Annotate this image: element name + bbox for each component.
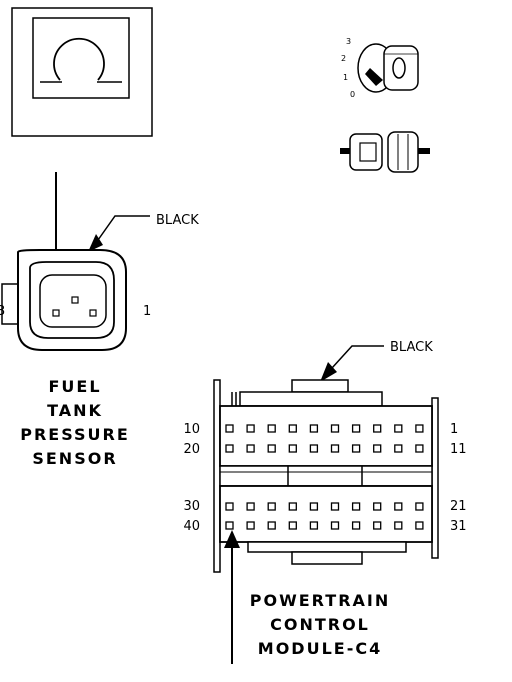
pcm-pin-cavity xyxy=(309,521,319,530)
pcm-pin-cavity xyxy=(394,502,403,511)
pcm-pin-cavity xyxy=(288,444,297,453)
pcm-connector: 10 1 20 11 30 21 40 31 xyxy=(183,379,467,573)
sensor-pin-2 xyxy=(71,296,79,304)
pcm-name: POWERTRAIN CONTROL MODULE-C4 xyxy=(250,591,390,658)
pcm-pin-label-31: 31 xyxy=(450,519,467,534)
pcm-pin-cavity xyxy=(246,502,255,511)
pcm-name-line-1: POWERTRAIN xyxy=(250,591,390,610)
pcm-pin-cavity xyxy=(309,502,319,511)
pcm-pin-cavity xyxy=(394,424,403,433)
sensor-color-callout: BLACK xyxy=(88,213,199,252)
pcm-pin-cavity xyxy=(373,424,382,433)
sensor-pin-right-label: 1 xyxy=(143,304,151,319)
pcm-pin-cavity xyxy=(267,502,276,511)
sensor-color-label: BLACK xyxy=(156,213,199,228)
pcm-pin-label-20: 20 xyxy=(183,442,200,457)
pcm-pin-label-40: 40 xyxy=(183,519,200,534)
pcm-pin-label-1: 1 xyxy=(450,422,458,437)
pcm-pin-cavity xyxy=(373,521,382,530)
key-position-0: 0 xyxy=(350,90,355,99)
omega-symbol-box xyxy=(11,7,153,137)
sensor-pin-1 xyxy=(89,309,97,317)
pcm-pin-cavity xyxy=(394,444,403,453)
pcm-pin-cavity xyxy=(351,424,361,433)
pcm-pin-cavity xyxy=(225,502,234,511)
pcm-pin-cavity xyxy=(330,502,340,511)
key-position-1: 1 xyxy=(343,73,348,82)
sensor-pin-left-label: 3 xyxy=(0,304,5,319)
pcm-pin-label-11: 11 xyxy=(450,442,467,457)
pcm-pin-cavity xyxy=(246,424,255,433)
pcm-pin-cavity xyxy=(225,424,234,433)
pcm-pin-cavity xyxy=(351,444,361,453)
pcm-pin-cavity xyxy=(288,424,297,433)
pcm-pin-cavity xyxy=(267,424,276,433)
pcm-color-callout: BLACK xyxy=(320,340,433,382)
pcm-pin-cavity xyxy=(394,521,403,530)
pcm-pin-label-10: 10 xyxy=(183,422,200,437)
pcm-name-line-3: MODULE-C4 xyxy=(258,639,382,658)
pcm-arrow xyxy=(224,530,240,664)
pcm-pin-cavity xyxy=(225,444,234,453)
pcm-pin-grid xyxy=(225,424,424,530)
pcm-pin-cavity xyxy=(225,521,234,530)
pcm-pin-cavity xyxy=(415,424,424,433)
pcm-pin-cavity xyxy=(351,502,361,511)
pcm-pin-cavity xyxy=(373,502,382,511)
pcm-pin-cavity xyxy=(351,521,361,530)
pcm-pin-cavity xyxy=(330,521,340,530)
pcm-pin-cavity xyxy=(309,424,319,433)
pcm-pin-cavity xyxy=(309,444,319,453)
pcm-pin-label-30: 30 xyxy=(183,499,200,514)
pcm-pin-cavity xyxy=(373,444,382,453)
pcm-pin-cavity xyxy=(288,502,297,511)
pcm-pin-cavity xyxy=(267,521,276,530)
sensor-name-line-3: PRESSURE xyxy=(20,425,130,444)
pcm-pin-cavity xyxy=(330,444,340,453)
pcm-pin-cavity xyxy=(330,424,340,433)
pcm-pin-cavity xyxy=(288,521,297,530)
sensor-connector: 3 1 xyxy=(0,249,151,351)
pcm-color-label: BLACK xyxy=(390,340,433,355)
pcm-pin-cavity xyxy=(246,444,255,453)
pcm-pin-label-21: 21 xyxy=(450,499,467,514)
sensor-name-line-2: TANK xyxy=(47,401,103,420)
pcm-pin-cavity xyxy=(246,521,255,530)
key-position-2: 2 xyxy=(341,54,346,63)
sensor-name-line-1: FUEL xyxy=(48,377,101,396)
pcm-name-line-2: CONTROL xyxy=(270,615,370,634)
omega-icon xyxy=(53,37,105,81)
pcm-pin-cavity xyxy=(415,502,424,511)
key-position-3: 3 xyxy=(346,37,351,46)
pcm-pin-cavity xyxy=(267,444,276,453)
ignition-key-icon: 3 2 1 0 xyxy=(341,37,419,99)
sensor-pin-3 xyxy=(52,309,60,317)
sensor-name-line-4: SENSOR xyxy=(32,449,117,468)
sensor-name: FUEL TANK PRESSURE SENSOR xyxy=(20,377,130,468)
inline-connector-icon xyxy=(340,131,430,173)
pcm-pin-cavity xyxy=(415,444,424,453)
pcm-pin-cavity xyxy=(415,521,424,530)
